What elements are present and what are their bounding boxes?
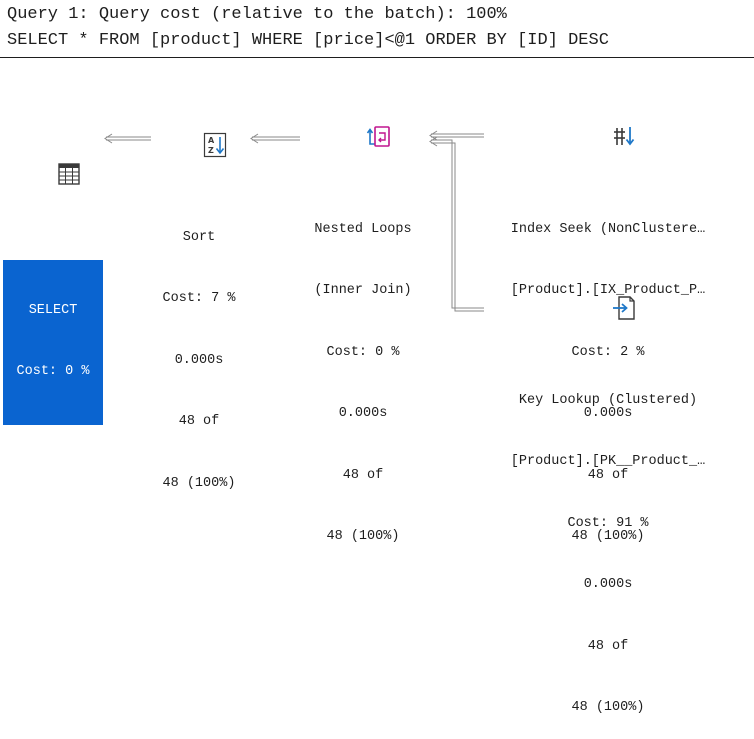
select-node-cost: Cost: 0 % (16, 364, 90, 379)
plan-node-nested-loops[interactable]: Nested Loops (Inner Join) Cost: 0 % 0.00… (296, 62, 430, 568)
table-icon (3, 141, 103, 215)
arrow-nested-to-sort (250, 133, 300, 144)
index-seek-icon (483, 103, 733, 179)
index-seek-subtitle: [Product].[IX_Product_P… (510, 283, 706, 298)
sort-node-cost: Cost: 7 % (162, 291, 236, 306)
plan-node-select[interactable]: SELECT Cost: 0 % (3, 100, 103, 445)
sort-node-pct: 48 (100%) (162, 475, 236, 491)
index-seek-time: 0.000s (583, 406, 633, 421)
arrow-seek-to-nested (429, 130, 484, 141)
query-cost-line: Query 1: Query cost (relative to the bat… (7, 5, 507, 24)
nested-loops-title: Nested Loops (314, 221, 412, 237)
key-lookup-rows: 48 of (587, 638, 629, 654)
index-seek-title: Index Seek (NonClustere… (510, 221, 706, 237)
key-lookup-title: Key Lookup (Clustered) (518, 392, 698, 408)
query-header: Query 1: Query cost (relative to the bat… (0, 0, 754, 58)
select-node-title: SELECT (28, 302, 78, 318)
arrow-lookup-to-nested (429, 136, 484, 312)
sort-node-title: Sort (182, 229, 216, 245)
key-lookup-pct: 48 (100%) (571, 700, 645, 715)
select-node-label: SELECT Cost: 0 % (3, 259, 103, 425)
sort-az-icon: A Z (143, 111, 255, 187)
key-lookup-time: 0.000s (583, 577, 633, 592)
plan-node-key-lookup[interactable]: Key Lookup (Clustered) [Product].[PK__Pr… (483, 233, 733, 739)
key-lookup-icon (483, 274, 733, 350)
sort-node-rows: 48 of (178, 414, 220, 429)
plan-node-sort[interactable]: A Z Sort Cost: 7 % 0.000s 48 of 48 (100%… (143, 70, 255, 515)
sort-node-time: 0.000s (174, 352, 224, 368)
nested-loops-cost: Cost: 0 % (326, 344, 400, 360)
nested-loops-pct: 48 (100%) (326, 529, 400, 544)
svg-text:Z: Z (208, 146, 214, 155)
nested-loops-subtitle: (Inner Join) (314, 283, 412, 298)
nested-loops-rows: 48 of (342, 467, 384, 483)
svg-text:A: A (208, 136, 215, 145)
nested-loops-icon (296, 103, 430, 179)
key-lookup-cost: Cost: 91 % (567, 515, 649, 531)
index-seek-cost: Cost: 2 % (571, 344, 645, 360)
key-lookup-subtitle: [Product].[PK__Product_… (510, 454, 706, 469)
query-sql-line: SELECT * FROM [product] WHERE [price]<@1… (7, 31, 609, 50)
nested-loops-time: 0.000s (338, 406, 388, 421)
